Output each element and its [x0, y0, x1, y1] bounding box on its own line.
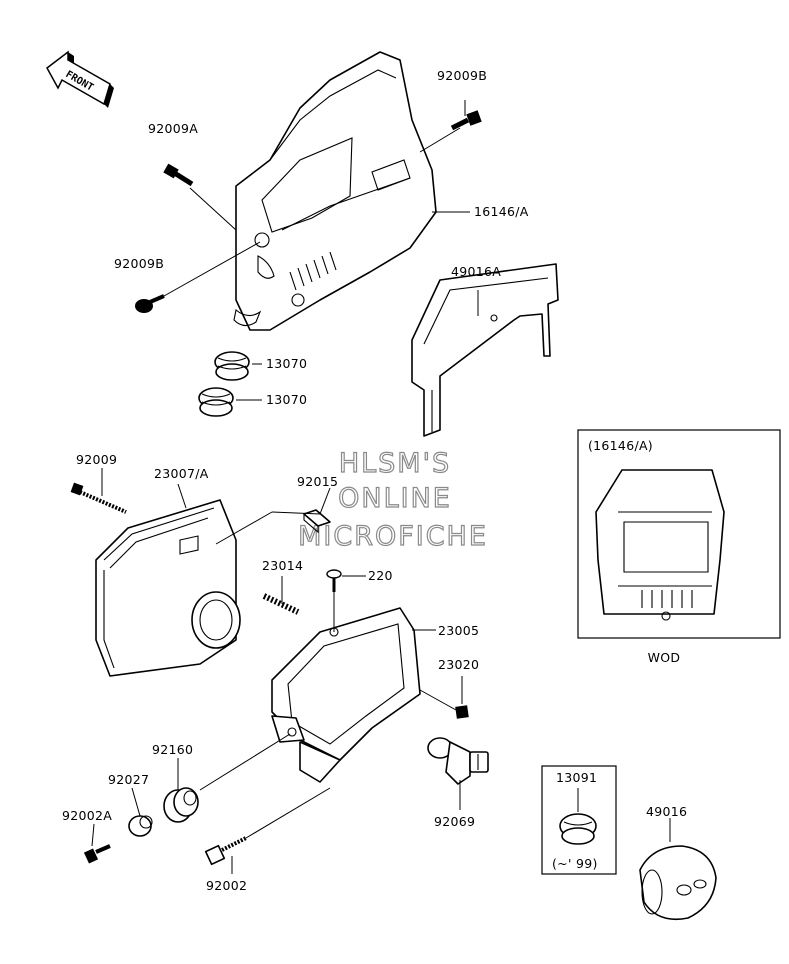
headlight-unit-23007a: [95, 499, 241, 677]
label-23020: 23020: [438, 657, 479, 672]
label-92027: 92027: [108, 772, 149, 787]
headlight-bracket-23005: [271, 607, 421, 783]
bolt-92002a: [83, 844, 111, 864]
label-13070-upper: 13070: [266, 356, 307, 371]
bolt-92009a: [163, 163, 194, 187]
spring-23014: [262, 593, 300, 615]
leader-lines: [91, 100, 671, 874]
label-92069: 92069: [434, 814, 475, 829]
inset-wod-panel: (16146/A) WOD: [577, 429, 781, 665]
inset-wod-caption: WOD: [648, 650, 681, 665]
front-arrow-icon: FRONT: [46, 50, 114, 108]
label-92015: 92015: [297, 474, 338, 489]
collar-92027: [128, 815, 153, 837]
label-220: 220: [368, 568, 393, 583]
label-23014: 23014: [262, 558, 303, 573]
inset-wod-header: (16146/A): [588, 438, 653, 453]
headlight-cover-16146a: [233, 51, 437, 331]
grommet-13070-upper: [214, 351, 250, 381]
watermark: HLSM'S ONLINE MICROFICHE: [297, 447, 488, 552]
label-92160: 92160: [152, 742, 193, 757]
cover-seal-49016a: [411, 263, 559, 437]
watermark-line3: MICROFICHE: [298, 521, 488, 552]
label-92002: 92002: [206, 878, 247, 893]
bolt-92009b-left: [135, 294, 165, 313]
inset-13091-caption: (~' 99): [552, 856, 598, 871]
nut-23020: [455, 705, 469, 719]
cover-vent-slots: [289, 251, 337, 291]
watermark-line2: ONLINE: [338, 483, 452, 514]
label-92009b-top: 92009B: [437, 68, 487, 83]
label-23005: 23005: [438, 623, 479, 638]
grommet-92160: [163, 787, 199, 823]
label-92002a: 92002A: [62, 808, 112, 823]
watermark-line1: HLSM'S: [339, 448, 451, 479]
inset-cover-variant: [595, 469, 725, 621]
inset-13091-panel: 13091 (~' 99): [541, 765, 617, 875]
bulb-92069: [427, 737, 489, 785]
label-13070-lower: 13070: [266, 392, 307, 407]
label-92009a: 92009A: [148, 121, 198, 136]
bolt-92009b-top: [450, 110, 482, 131]
grommet-13091: [559, 813, 597, 845]
label-49016: 49016: [646, 804, 687, 819]
label-13091: 13091: [556, 770, 597, 785]
bolt-92009: [70, 482, 127, 514]
grommet-13070-lower: [198, 387, 234, 417]
bolt-92002: [204, 836, 247, 866]
boot-49016: [639, 845, 717, 921]
label-23007a: 23007/A: [154, 466, 209, 481]
label-49016a: 49016A: [451, 264, 501, 279]
screw-220: [326, 569, 342, 592]
label-16146a: 16146/A: [474, 204, 529, 219]
part-labels: 92009B 92009A 16146/A 92009B 49016A 1307…: [62, 68, 687, 893]
label-92009b-left: 92009B: [114, 256, 164, 271]
label-92009: 92009: [76, 452, 117, 467]
